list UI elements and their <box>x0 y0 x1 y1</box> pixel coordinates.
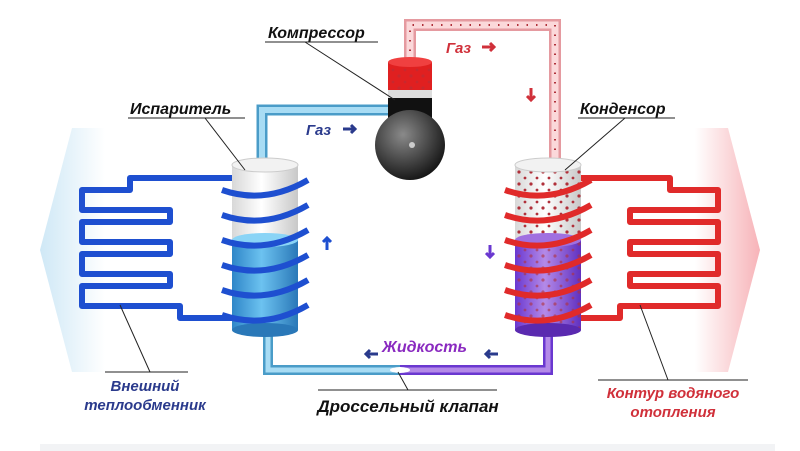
heating-circuit-label-2: отопления <box>630 404 715 421</box>
cold-gas-label: Газ <box>306 122 331 139</box>
arrow-down-icon <box>484 245 496 260</box>
evaporator <box>221 157 310 337</box>
cold-flow-arrow <box>40 128 105 372</box>
throttle-valve-label: Дроссельный клапан <box>315 397 498 416</box>
evaporator-label: Испаритель <box>130 101 231 118</box>
compressor-label: Компрессор <box>268 25 365 42</box>
arrow-right-icon <box>343 123 358 135</box>
bottom-strip <box>40 444 775 451</box>
throttle-valve <box>390 367 410 373</box>
heating-circuit-label-1: Контур водяного <box>607 385 739 402</box>
hot-gas-label: Газ <box>446 40 471 57</box>
heating-circuit-coil <box>565 175 721 321</box>
hot-flow-arrow <box>695 128 760 372</box>
condenser-label: Конденсор <box>580 101 666 118</box>
compressor <box>375 57 445 180</box>
condenser <box>504 157 593 337</box>
arrow-up-icon <box>321 235 333 250</box>
external-exchanger-label-1: Внешний <box>111 378 180 395</box>
leader-lines <box>105 41 748 391</box>
arrow-left-icon <box>483 348 498 360</box>
arrow-down-icon <box>525 88 537 103</box>
liquid-pipe-cold <box>263 330 400 375</box>
external-exchanger-coil <box>79 175 235 321</box>
liquid-label: Жидкость <box>381 339 467 356</box>
arrow-left-icon <box>363 348 378 360</box>
external-exchanger-label-2: теплообменник <box>84 397 207 414</box>
arrow-right-icon <box>482 41 497 53</box>
